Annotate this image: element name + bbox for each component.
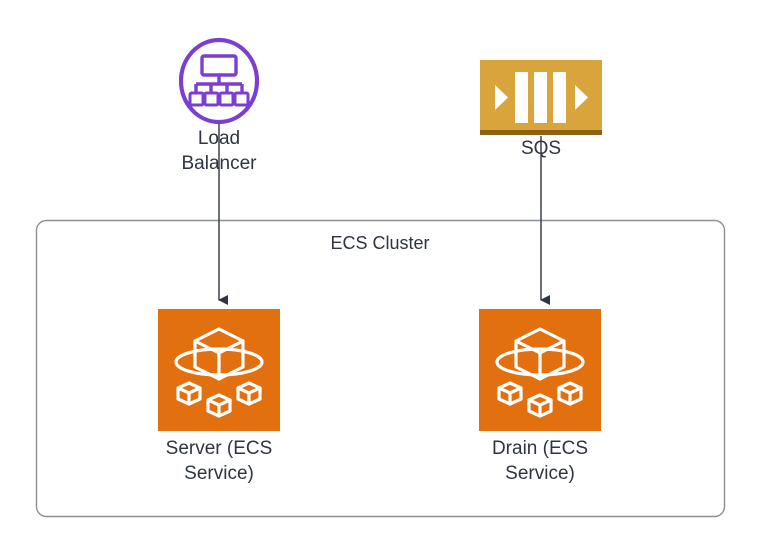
ecs-cluster-box bbox=[35, 219, 726, 518]
load-balancer-icon[interactable] bbox=[178, 37, 260, 125]
ecs-service-icon-drain[interactable] bbox=[479, 309, 601, 431]
ecs-cluster-label: ECS Cluster bbox=[330, 233, 430, 253]
sqs-queue-icon[interactable] bbox=[480, 60, 602, 135]
ecs-service-icon-server[interactable] bbox=[158, 309, 280, 431]
